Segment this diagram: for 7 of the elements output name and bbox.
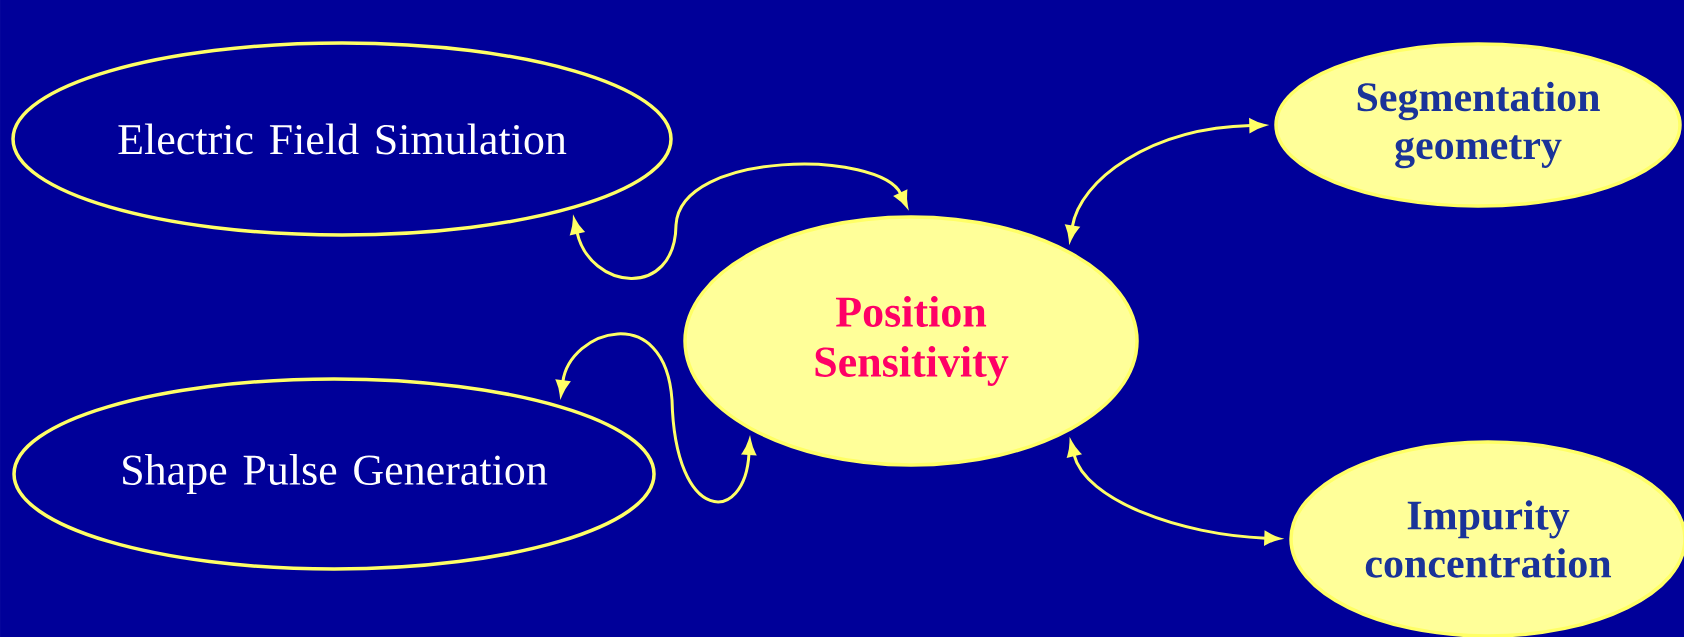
ellipse-node: Segmentation geometry [1274,42,1682,208]
arrow [570,162,908,280]
ellipse-node: Electric Field Simulation [11,41,673,237]
ellipse-node: Position Sensitivity [683,215,1139,467]
ellipse-node: Shape Pulse Generation [12,377,656,571]
arrow [556,332,756,503]
ellipse-node: Impurity concentration [1289,440,1684,637]
